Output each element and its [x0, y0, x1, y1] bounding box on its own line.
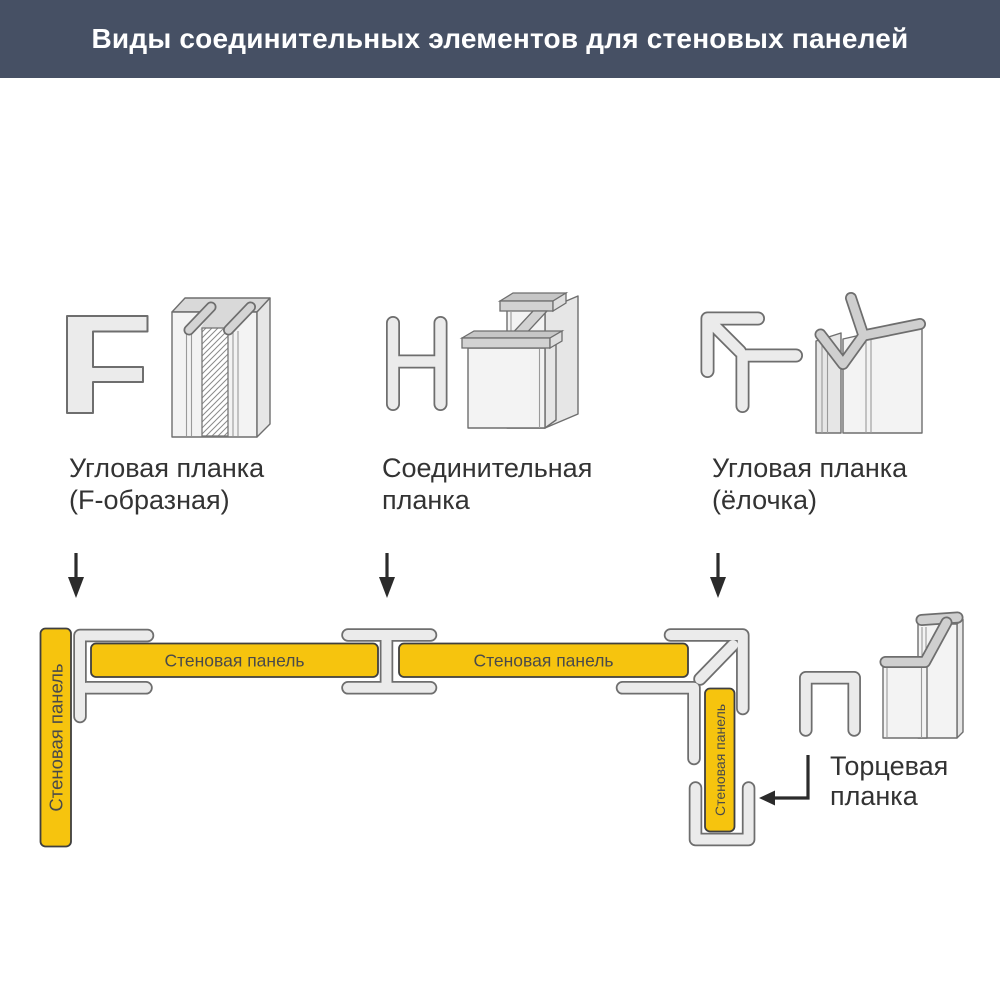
elbow-arrow [759, 755, 810, 806]
end-strip-icon [799, 671, 861, 737]
page-title: Виды соединительных элементов для стенов… [91, 23, 909, 54]
wall-panel-vertical-left: Стеновая панель [39, 627, 72, 848]
wall-panel-label: Стеновая панель [473, 651, 613, 671]
wall-panel-label: Стеновая панель [46, 663, 67, 811]
caption-line: планка [830, 781, 918, 811]
down-arrow-middle [379, 553, 395, 598]
caption-line: (ёлочка) [712, 485, 817, 515]
end-strip-3d [879, 611, 964, 739]
down-arrow-right [710, 553, 726, 598]
caption-line: Торцевая [830, 751, 949, 781]
wall-panel-horizontal-1: Стеновая панель [90, 642, 379, 678]
f-profile-icon [66, 315, 149, 414]
caption-herringbone-profile: Угловая планка (ёлочка) [712, 452, 907, 516]
caption-end-strip: Торцевая планка [830, 751, 948, 811]
herringbone-profile-icon [700, 311, 803, 413]
header-bar: Виды соединительных элементов для стенов… [0, 0, 1000, 78]
wall-panel-label: Стеновая панель [164, 651, 304, 671]
end-strip-in-schematic [688, 781, 756, 847]
h-profile-3d [459, 291, 579, 429]
wall-panel-label: Стеновая панель [712, 704, 728, 816]
wall-panel-vertical-right: Стеновая панель [704, 687, 736, 833]
caption-line: (F-образная) [69, 485, 230, 515]
caption-line: Соединительная [382, 453, 593, 483]
caption-h-profile: Соединительная планка [382, 452, 592, 516]
f-profile-in-schematic [73, 628, 155, 724]
down-arrow-left [68, 553, 84, 598]
herringbone-profile-3d [814, 292, 926, 434]
wall-panel-horizontal-2: Стеновая панель [398, 642, 689, 678]
caption-line: Угловая планка [69, 453, 265, 483]
caption-f-profile: Угловая планка (F-образная) [69, 452, 264, 516]
herringbone-profile-in-schematic [615, 628, 750, 766]
caption-line: Угловая планка [712, 453, 908, 483]
caption-line: планка [382, 485, 470, 515]
h-profile-in-schematic [341, 628, 438, 695]
f-profile-3d [171, 297, 271, 438]
h-profile-icon [386, 316, 448, 411]
